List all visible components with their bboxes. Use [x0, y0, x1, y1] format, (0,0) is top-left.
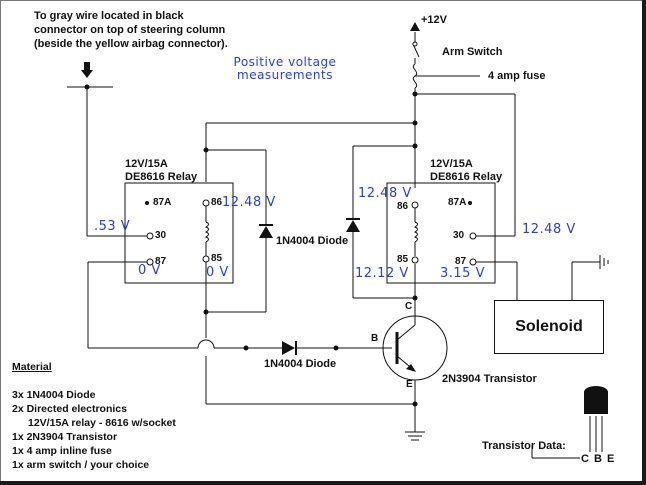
transistor-body [382, 315, 448, 381]
r1-pin-86 [202, 199, 210, 207]
emitter-arrow-icon [406, 364, 416, 372]
measurement-r2-86: 12.48 V [358, 186, 412, 201]
junction-base-wire-left [243, 345, 249, 351]
transistor-label: 2N3904 Transistor [442, 373, 537, 385]
fuse-label: 4 amp fuse [488, 70, 546, 82]
r2-pin-87-label: 87 [455, 256, 467, 267]
junction-r1-diode-top [203, 147, 209, 153]
transistor-b-label: B [371, 333, 379, 344]
transistor-data-label: Transistor Data: [482, 440, 566, 452]
junction-r2-diode-bottom [412, 295, 418, 301]
relay-2-rating: 12V/15A [430, 158, 473, 170]
material-item: 1x arm switch / your choice [12, 459, 150, 471]
r1-pin-86-label: 86 [211, 197, 223, 208]
r2-pin-87a-label: 87A [448, 197, 467, 208]
measurement-r1-85: 0 V [206, 265, 229, 280]
transistor-e-label: E [406, 379, 413, 390]
r1-pin-87a-label: 87A [153, 197, 172, 208]
relay-2-model: DE8616 Relay [430, 171, 503, 183]
relay-2-box [386, 182, 496, 284]
material-item: 1x 2N3904 Transistor [12, 431, 118, 443]
relay-1-box [124, 182, 234, 284]
r2-pin-30 [469, 232, 477, 240]
r1-pin-85-label: 85 [211, 253, 223, 264]
measurement-r2-30: 12.48 V [522, 222, 576, 237]
transistor-pinout-label: C B E [581, 453, 616, 465]
measurement-r2-87: 3.15 V [440, 266, 485, 281]
material-item: 3x 1N4004 Diode [12, 389, 96, 401]
material-item: 1x 4 amp inline fuse [12, 445, 112, 457]
transistor-package-icon [584, 392, 608, 414]
material-item: 2x Directed electronics [12, 403, 127, 415]
r2-pin-30-label: 30 [453, 230, 465, 241]
r2-pin-86-label: 86 [397, 201, 409, 212]
material-heading: Material [12, 361, 52, 373]
supply-label: +12V [421, 14, 447, 26]
frame-right [642, 0, 646, 485]
diode-horizontal-label: 1N4004 Diode [264, 358, 337, 370]
r1-pin-87 [146, 258, 154, 266]
r2-coil [413, 221, 418, 243]
r1-diode-icon [259, 226, 273, 238]
r2-diode-cathode [346, 218, 360, 220]
diode-vertical-label: 1N4004 Diode [276, 235, 349, 247]
relay-1-rating: 12V/15A [125, 158, 168, 170]
junction-gray-wire [84, 84, 90, 90]
r1-pin-87a-dot [145, 201, 149, 205]
measurement-r1-87: 0 V [138, 263, 161, 278]
switch-contact [412, 41, 418, 47]
junction-r1-diode-bottom [203, 309, 209, 315]
transistor-package-top [584, 386, 608, 398]
r1-pin-30 [146, 232, 154, 240]
r2-diode-icon [346, 220, 360, 232]
r2-pin-86 [411, 201, 419, 209]
junction-ground [412, 401, 418, 407]
base-diode-cathode [295, 341, 297, 355]
transistor-c-label: C [405, 301, 413, 312]
relay-1-model: DE8616 Relay [125, 171, 198, 183]
gray-wire-note: To gray wire located in black connector … [34, 10, 228, 50]
solenoid-box: Solenoid [494, 300, 604, 354]
solenoid-label: Solenoid [515, 318, 583, 335]
r1-diode-cathode [259, 224, 273, 226]
material-item: 12V/15A relay - 8616 w/socket [28, 417, 176, 429]
r1-coil [204, 221, 209, 243]
supply-arrow-icon [410, 22, 420, 31]
frame-left [0, 0, 1, 485]
r1-pin-30-label: 30 [155, 230, 167, 241]
frame-bottom [0, 481, 646, 485]
r2-pin-87 [469, 258, 477, 266]
r2-pin-85 [411, 256, 419, 264]
frame-top [0, 0, 646, 1]
r2-pin-87a-dot [468, 201, 472, 205]
wire-crossover [197, 339, 215, 349]
arm-switch-label: Arm Switch [442, 46, 503, 58]
r2-pin-85-label: 85 [397, 254, 409, 265]
base-diode-icon [282, 341, 295, 355]
junction-relay2-bus [412, 143, 418, 149]
measurement-r2-85: 12.12 V [355, 266, 409, 281]
diagram-title: Positive voltage measurements [233, 55, 337, 82]
r1-pin-87-label: 87 [155, 256, 167, 267]
junction-top-bus [412, 91, 418, 97]
transistor-collector-lead [396, 324, 416, 341]
gray-wire-arrow-icon [81, 62, 93, 78]
junction-relay1-bus [412, 120, 418, 126]
r1-pin-85 [202, 255, 210, 263]
junction-base-wire-right [333, 345, 339, 351]
measurement-r1-86: 12.48 V [222, 195, 276, 210]
measurement-r1-30: .53 V [94, 219, 131, 234]
